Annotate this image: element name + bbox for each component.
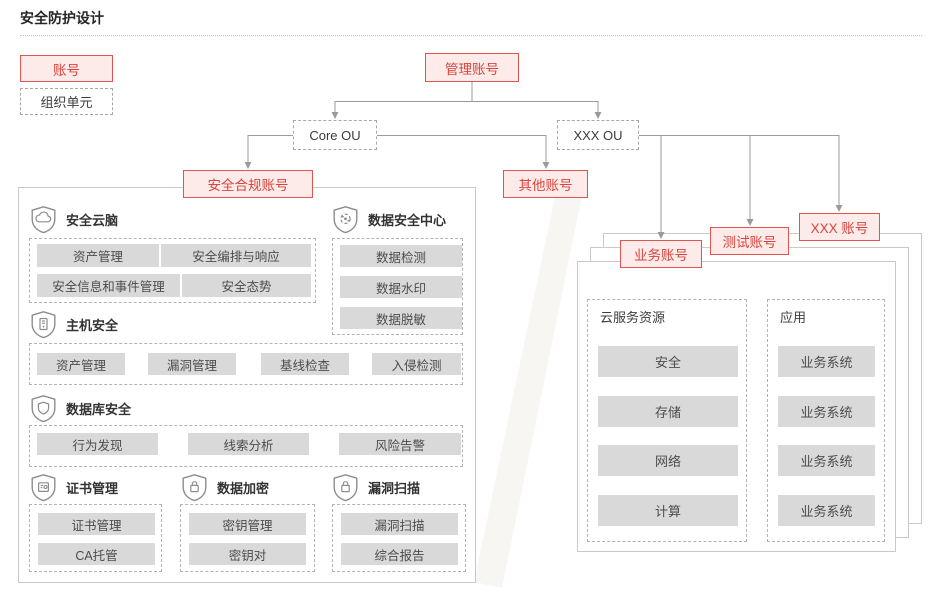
capability-item: 综合报告 [341, 543, 458, 565]
title-separator [20, 35, 922, 36]
application-item: 业务系统 [778, 346, 875, 377]
shield-scan-icon [332, 205, 359, 234]
capability-item: 证书管理 [38, 513, 155, 535]
applications-container [767, 299, 885, 542]
section-container-encryption [180, 504, 315, 572]
node-security-compliance-account: 安全合规账号 [183, 170, 313, 198]
section-title: 数据安全中心 [368, 213, 447, 228]
section-container-db [29, 425, 463, 467]
section-container-dsc [332, 238, 463, 335]
capability-item: 安全态势 [182, 274, 311, 297]
shield-cloud-icon [30, 205, 57, 234]
capability-item: 行为发现 [37, 433, 158, 455]
shield-lock-icon [332, 473, 359, 502]
cloud-resources-title: 云服务资源 [600, 310, 666, 325]
capability-item: 数据脱敏 [340, 307, 462, 329]
application-item: 业务系统 [778, 445, 875, 476]
capability-item: CA托管 [38, 543, 155, 565]
cloud-resources-container [587, 299, 747, 542]
section-header-db: 数据库安全 [30, 394, 131, 423]
capability-item: 数据检测 [340, 245, 462, 267]
node-core-ou: Core OU [293, 120, 377, 150]
section-title: 数据库安全 [66, 402, 132, 417]
section-title: 主机安全 [66, 318, 119, 333]
section-header-dsc: 数据安全中心 [332, 205, 446, 234]
section-header-secmaster: 安全云脑 [30, 205, 118, 234]
resource-item: 存储 [598, 396, 738, 427]
legend-account: 账号 [20, 55, 113, 82]
resource-item: 安全 [598, 346, 738, 377]
section-title: 安全云脑 [66, 213, 119, 228]
node-business-account: 业务账号 [620, 240, 702, 268]
capability-item: 风险告警 [339, 433, 461, 455]
capability-item: 密钥管理 [189, 513, 306, 535]
section-container-vulnscan [332, 504, 466, 572]
resource-item: 计算 [598, 495, 738, 526]
capability-item: 入侵检测 [372, 353, 461, 375]
legend-org-unit: 组织单元 [20, 88, 113, 115]
capability-item: 安全编排与响应 [161, 244, 311, 267]
capability-item: 数据水印 [340, 276, 462, 298]
section-header-host: 主机安全 [30, 310, 118, 339]
section-title: 漏洞扫描 [368, 481, 421, 496]
capability-item: 漏洞管理 [148, 353, 236, 375]
section-container-cert [29, 504, 162, 572]
section-container-host [29, 343, 463, 385]
capability-item: 安全信息和事件管理 [37, 274, 180, 297]
node-xxx-account: XXX 账号 [799, 213, 880, 241]
capability-item: 漏洞扫描 [341, 513, 458, 535]
section-title: 数据加密 [217, 481, 270, 496]
capability-item: 基线检查 [261, 353, 349, 375]
section-container-secmaster [29, 238, 316, 303]
application-item: 业务系统 [778, 396, 875, 427]
shield-cert-icon [30, 473, 57, 502]
shield-badge-icon [30, 394, 57, 423]
shield-lock-icon [181, 473, 208, 502]
resource-item: 网络 [598, 445, 738, 476]
applications-title: 应用 [780, 310, 807, 325]
node-other-account: 其他账号 [503, 170, 588, 198]
section-header-cert: 证书管理 [30, 473, 118, 502]
section-title: 证书管理 [66, 481, 119, 496]
section-header-encryption: 数据加密 [181, 473, 269, 502]
shield-host-icon [30, 310, 57, 339]
application-item: 业务系统 [778, 495, 875, 526]
node-test-account: 测试账号 [710, 227, 789, 255]
node-xxx-ou: XXX OU [557, 120, 639, 150]
capability-item: 密钥对 [189, 543, 306, 565]
capability-item: 资产管理 [37, 353, 125, 375]
capability-item: 资产管理 [37, 244, 159, 267]
section-header-vulnscan: 漏洞扫描 [332, 473, 420, 502]
page-title: 安全防护设计 [20, 10, 104, 26]
capability-item: 线索分析 [188, 433, 309, 455]
node-management-account: 管理账号 [425, 53, 519, 82]
